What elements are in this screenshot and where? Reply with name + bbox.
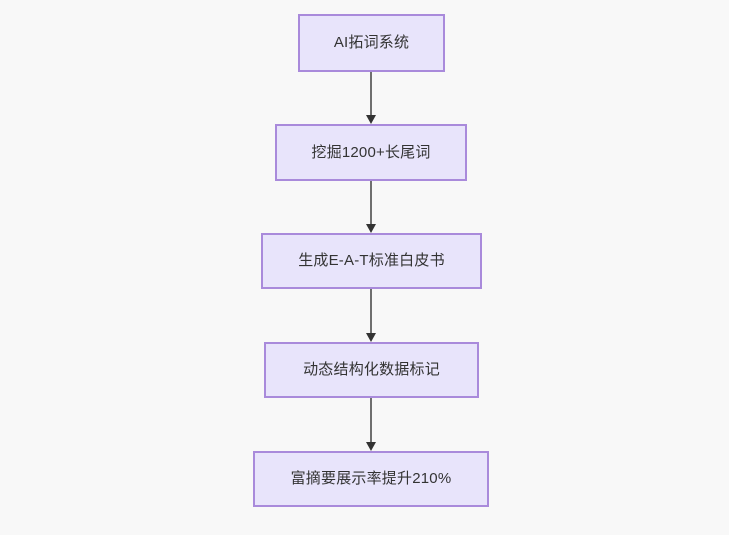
- flow-node-structured-data-markup[interactable]: 动态结构化数据标记: [264, 342, 479, 398]
- edge-line: [370, 181, 372, 224]
- flow-edge-1: [361, 72, 381, 124]
- edge-line: [370, 398, 372, 442]
- edge-line: [370, 289, 372, 333]
- flow-node-rich-snippet-result[interactable]: 富摘要展示率提升210%: [253, 451, 489, 507]
- arrowhead-icon: [366, 442, 376, 451]
- arrowhead-icon: [366, 115, 376, 124]
- flow-node-label: 富摘要展示率提升210%: [290, 470, 452, 487]
- arrowhead-icon: [366, 333, 376, 342]
- arrowhead-icon: [366, 224, 376, 233]
- flow-edge-3: [361, 289, 381, 342]
- flow-edge-2: [361, 181, 381, 233]
- flow-node-eat-whitepaper[interactable]: 生成E-A-T标准白皮书: [261, 233, 482, 289]
- flow-node-longtail-keywords[interactable]: 挖掘1200+长尾词: [275, 124, 467, 181]
- edge-line: [370, 72, 372, 115]
- flow-node-label: 挖掘1200+长尾词: [311, 143, 431, 161]
- flow-node-label: 动态结构化数据标记: [303, 361, 440, 378]
- flow-node-label: 生成E-A-T标准白皮书: [298, 252, 445, 269]
- flow-node-ai-keyword-system[interactable]: AI拓词系统: [298, 14, 445, 72]
- flow-node-label: AI拓词系统: [333, 34, 410, 51]
- flow-edge-4: [361, 398, 381, 451]
